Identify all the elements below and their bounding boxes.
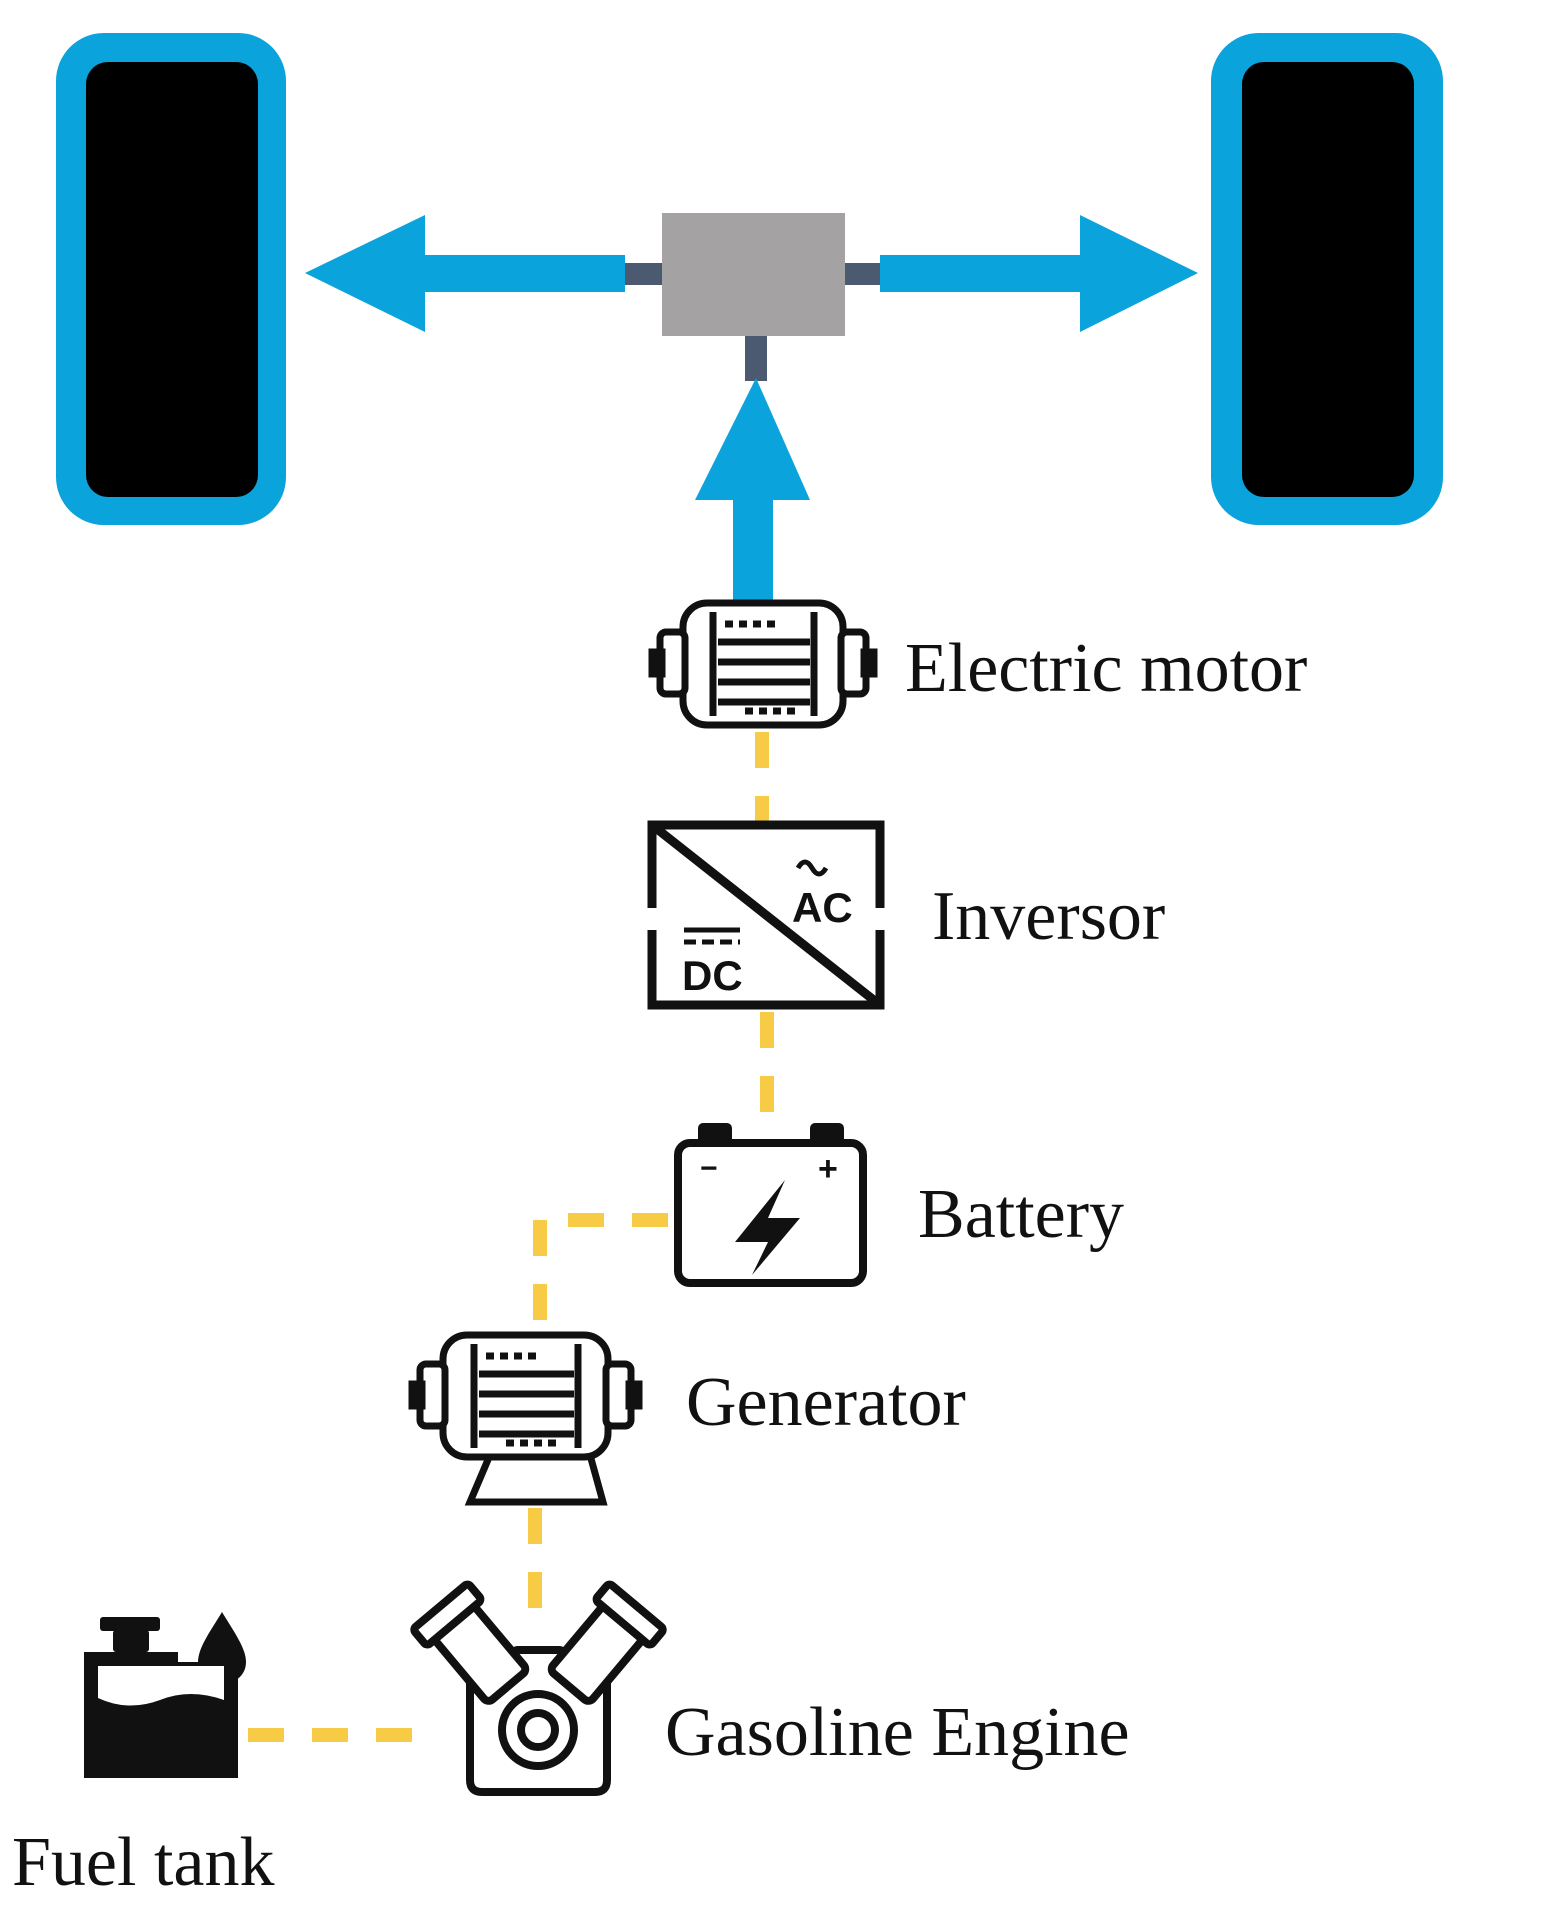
inverter-ac-text: AC: [792, 884, 853, 931]
label-gasoline-engine: Gasoline Engine: [665, 1694, 1130, 1771]
electric-motor-icon: [648, 599, 878, 729]
label-inversor: Inversor: [932, 878, 1166, 955]
inverter-dc-text: DC: [682, 952, 743, 999]
generator-icon: [408, 1331, 643, 1506]
inverter-gap-left: [645, 908, 661, 930]
differential-box: [662, 213, 845, 336]
label-electric-motor: Electric motor: [905, 630, 1308, 707]
label-battery: Battery: [918, 1176, 1125, 1253]
inverter-gap-right: [871, 908, 887, 930]
battery-minus-sign: −: [700, 1152, 718, 1185]
battery-plus-sign: +: [818, 1150, 838, 1188]
label-fuel-tank: Fuel tank: [12, 1824, 275, 1901]
label-generator: Generator: [686, 1364, 966, 1441]
dashed-connections: [248, 732, 774, 1742]
gasoline-engine-icon: [410, 1580, 667, 1796]
arrow-right: [880, 215, 1198, 332]
axle-shafts: [625, 263, 882, 381]
left-wheel: [56, 33, 286, 525]
battery-icon: [674, 1123, 867, 1287]
arrow-up: [695, 378, 810, 600]
arrow-left: [305, 215, 625, 332]
right-wheel: [1211, 33, 1443, 525]
fuel-tank-wave: [98, 1666, 224, 1706]
